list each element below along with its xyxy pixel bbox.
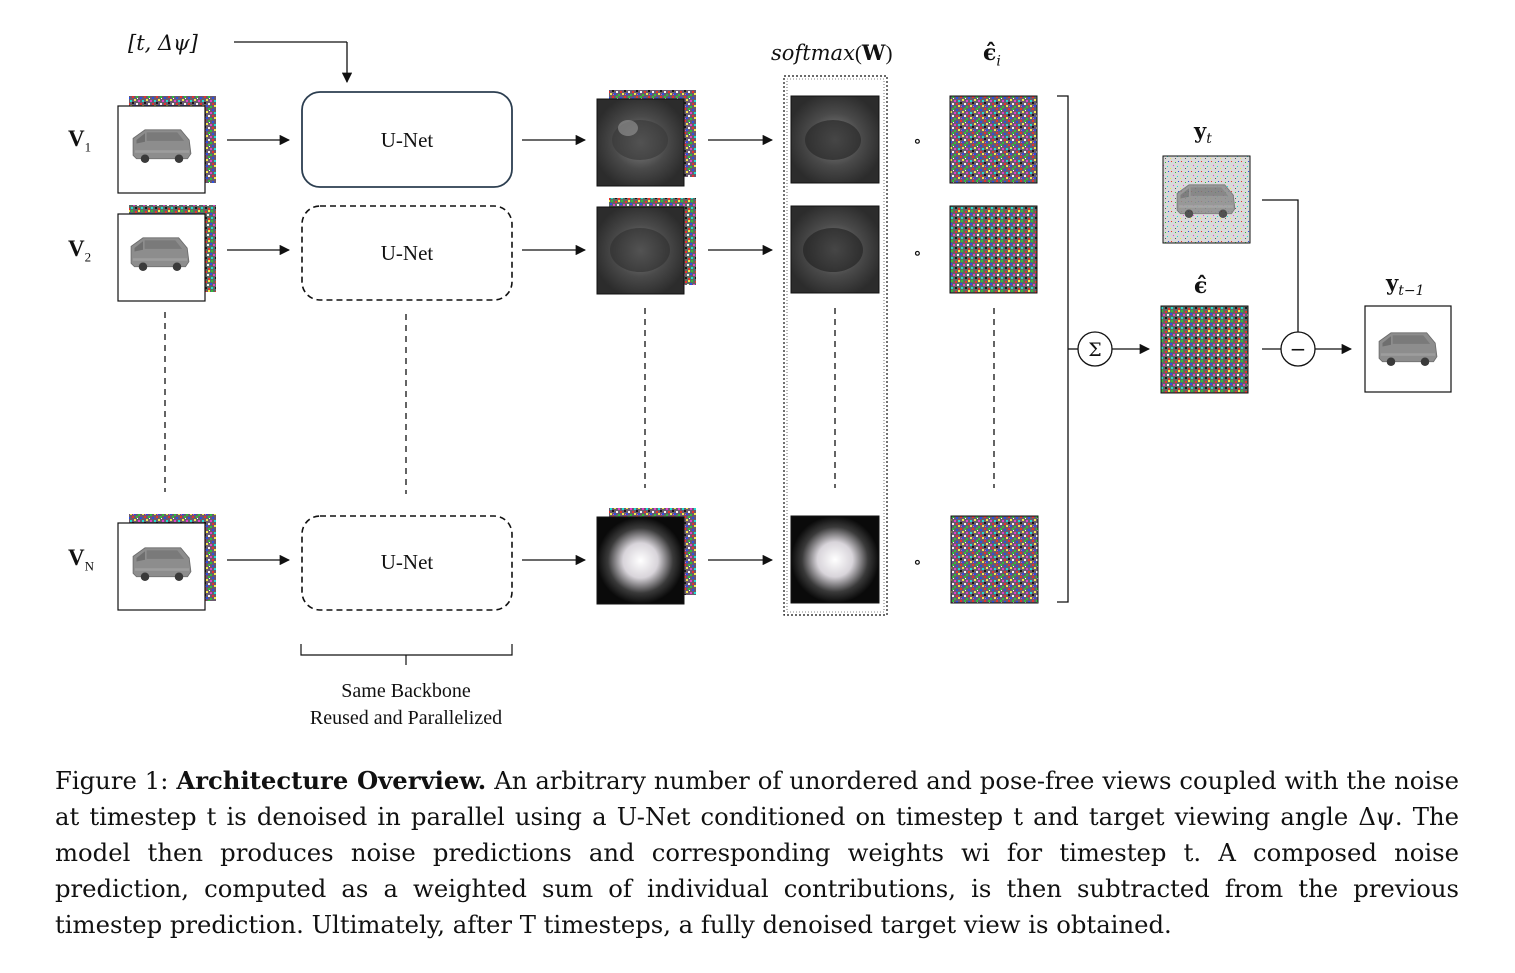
weight-map-n	[790, 515, 880, 604]
softmax-arg: W	[861, 40, 886, 65]
view-n-label: VN	[68, 545, 94, 575]
caption-title: Architecture Overview.	[176, 766, 487, 795]
view-1-label: V1	[68, 126, 91, 156]
eps-hat-label: ϵ̂	[1194, 273, 1207, 299]
unet-box-2	[301, 205, 513, 301]
minus-symbol: −	[1290, 337, 1307, 361]
hadamard-n: ∘	[913, 552, 922, 573]
hadamard-1: ∘	[913, 131, 922, 152]
view-n-symbol: V	[68, 545, 85, 570]
unet-box-1	[301, 91, 513, 188]
eps-i-label: ϵ̂i	[983, 40, 1001, 69]
view-n-subscript: N	[84, 558, 95, 574]
ytm1-label: yt−1	[1386, 270, 1424, 299]
prediction-2-stack	[596, 198, 696, 295]
architecture-diagram: [t, Δψ]	[117, 31, 1452, 665]
view-n-stack	[117, 514, 216, 611]
ytm1-symbol: y	[1386, 270, 1399, 295]
yt-image	[1162, 155, 1251, 244]
backbone-note-line-2: Reused and Parallelized	[309, 707, 503, 729]
eps-map-n	[950, 515, 1039, 604]
softmax-container-inner	[786, 78, 885, 613]
view-2-label: V2	[68, 236, 91, 266]
view-2-symbol: V	[68, 236, 85, 261]
prediction-1-stack	[596, 90, 696, 187]
view-1-stack	[117, 96, 216, 194]
yt-symbol: y	[1194, 118, 1207, 143]
condition-label: [t, Δψ]	[128, 31, 199, 55]
prediction-n-stack	[596, 508, 696, 605]
weight-map-2	[790, 205, 880, 294]
backbone-bracket	[300, 644, 513, 656]
view-1-subscript: 1	[84, 139, 92, 155]
eps-map-2	[949, 205, 1038, 294]
yt-to-minus-line	[1262, 199, 1299, 332]
sum-symbol: Σ	[1088, 339, 1101, 361]
unet-label-2: U-Net	[380, 241, 434, 265]
eps-i-subscript: i	[996, 53, 1001, 70]
eps-hat-map	[1160, 305, 1249, 394]
sum-bracket	[1057, 95, 1069, 603]
unet-label-n: U-Net	[380, 550, 434, 574]
unet-label-1: U-Net	[380, 128, 434, 152]
yt-label: yt	[1194, 118, 1212, 147]
view-2-stack	[117, 205, 216, 302]
eps-map-1	[949, 95, 1038, 184]
caption-prefix: Figure 1:	[55, 766, 177, 795]
figure-caption: Figure 1: Architecture Overview. An arbi…	[55, 763, 1459, 943]
ytm1-subscript: t−1	[1398, 283, 1425, 300]
yt-subscript: t	[1206, 131, 1212, 148]
view-1-symbol: V	[68, 126, 85, 151]
backbone-note: Same Backbone Reused and Parallelized	[270, 678, 542, 732]
view-2-subscript: 2	[84, 249, 92, 265]
unet-box-n	[301, 515, 513, 611]
eps-i-symbol: ϵ̂	[983, 40, 997, 66]
caption-body: An arbitrary number of unordered and pos…	[55, 766, 1460, 939]
eps-hat-symbol: ϵ̂	[1194, 273, 1208, 299]
hadamard-2: ∘	[913, 243, 922, 264]
softmax-text: softmax	[771, 41, 855, 65]
weight-map-1	[790, 95, 880, 184]
backbone-note-line-1: Same Backbone	[341, 680, 471, 702]
softmax-label: softmax(W)	[771, 40, 893, 65]
softmax-container	[783, 75, 888, 616]
output-image	[1364, 305, 1452, 393]
